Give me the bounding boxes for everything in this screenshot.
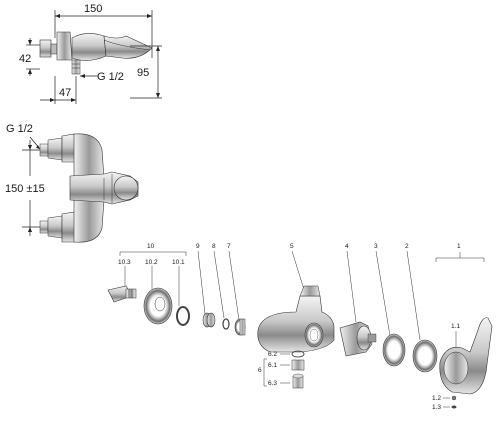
part-label-4: 4 (345, 243, 349, 250)
part-label-6-1: 6.1 (268, 362, 277, 369)
top-view: 150 42 G 1/2 95 47 (19, 3, 162, 104)
part-label-2: 2 (405, 243, 409, 250)
part-label-8: 8 (212, 243, 216, 250)
part-label-1: 1 (457, 243, 461, 250)
part-label-9: 9 (196, 243, 200, 250)
part-label-10-3: 10.3 (118, 259, 131, 266)
part-label-6-2: 6.2 (268, 351, 277, 358)
part-label-6: 6 (258, 367, 262, 374)
dim-height: 95 (137, 67, 149, 79)
part-label-10-1: 10.1 (172, 259, 185, 266)
dim-offset: 47 (59, 87, 71, 99)
dim-centers: 150 ±15 (5, 183, 45, 195)
part-label-5: 5 (290, 243, 294, 250)
exploded-view: 10 10.3 10.2 10.1 9 8 7 5 (107, 243, 493, 411)
part-label-1-1: 1.1 (451, 323, 460, 330)
part-label-1-3: 1.3 (432, 404, 441, 411)
part-label-6-3: 6.3 (268, 380, 277, 387)
part-label-3: 3 (374, 243, 378, 250)
dim-thread-front: G 1/2 (6, 123, 33, 135)
dim-width: 150 (84, 3, 102, 15)
dim-thread-top: G 1/2 (97, 71, 124, 83)
part-label-1-2: 1.2 (432, 395, 441, 402)
part-label-10: 10 (147, 243, 155, 250)
front-view: G 1/2 150 ±15 (5, 123, 139, 243)
part-label-7: 7 (227, 243, 231, 250)
part-label-10-2: 10.2 (145, 259, 158, 266)
dim-depth: 42 (19, 53, 31, 65)
